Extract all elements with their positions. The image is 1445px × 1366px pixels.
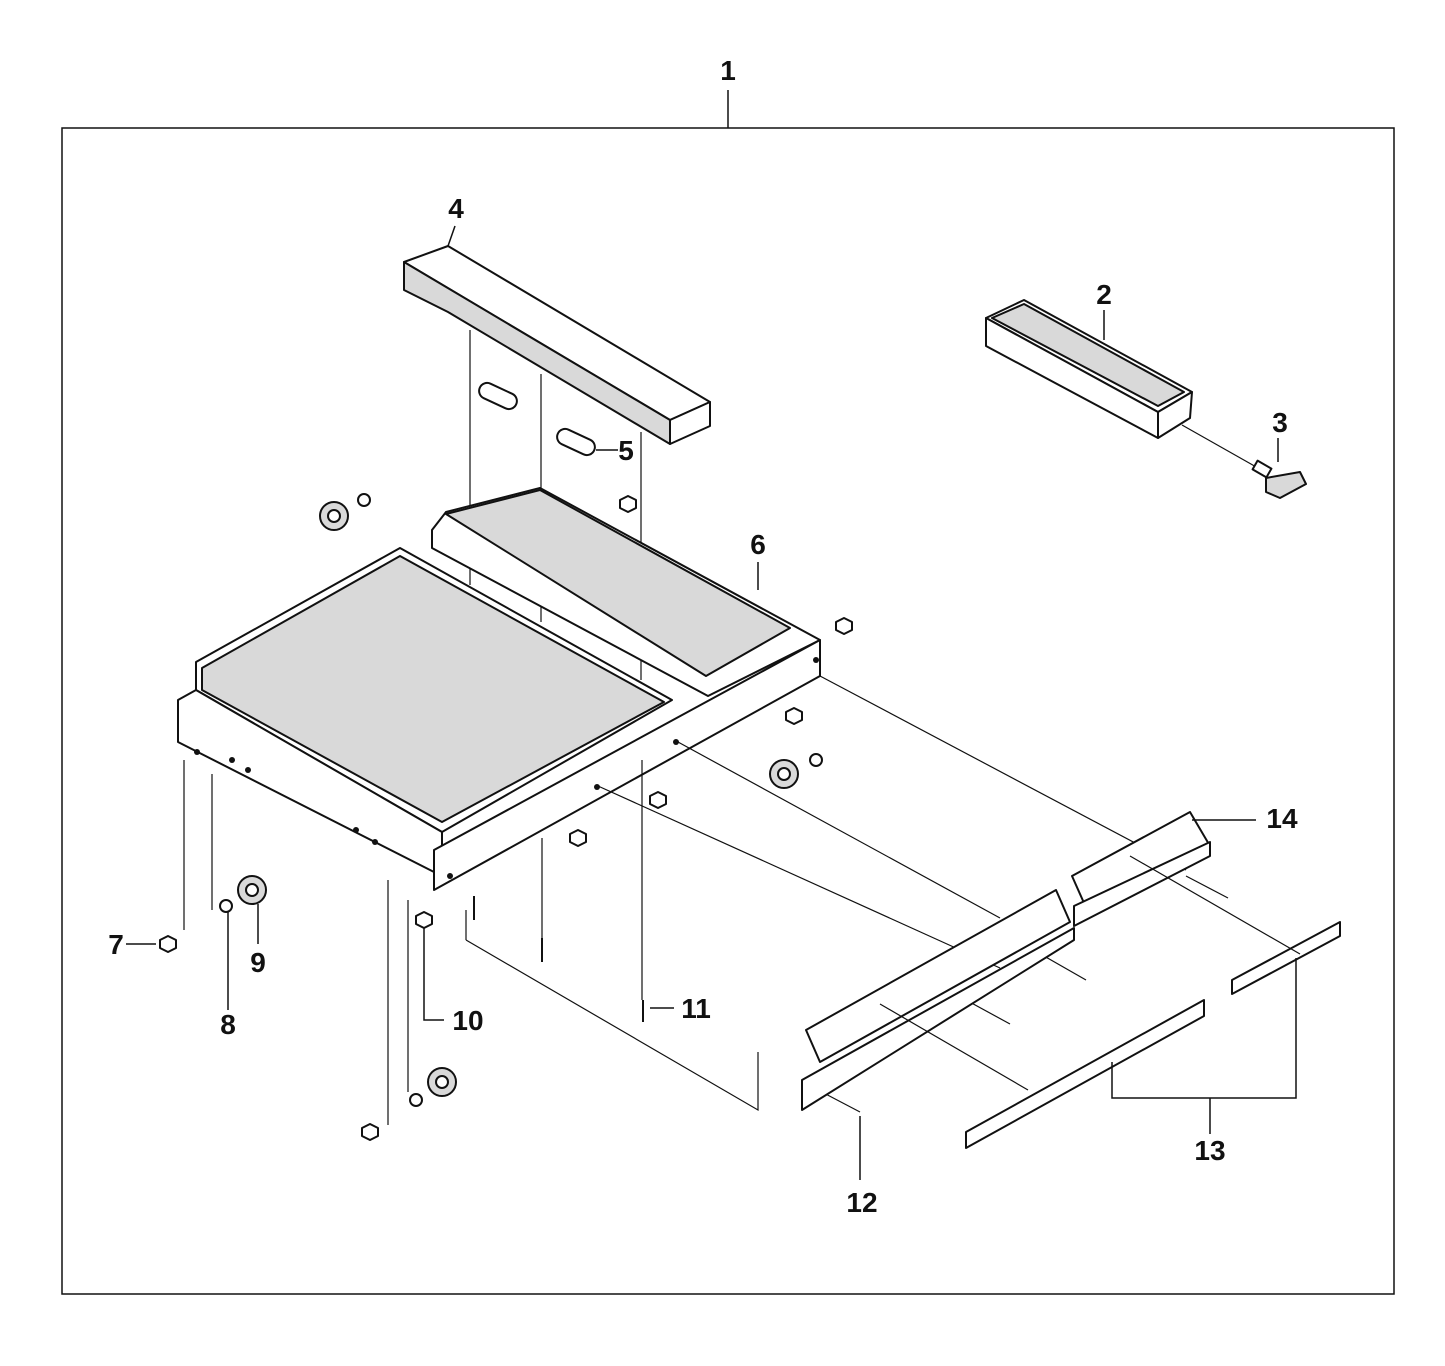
callout-11: 11 [681,993,711,1024]
hardware-fasteners [159,493,1229,1141]
part-6-table [177,487,821,891]
callout-1: 1 [720,55,736,86]
callout-4: 4 [448,193,464,224]
part-14-side-brackets [801,811,1256,1111]
callout-10-leader [423,928,444,1021]
part-3-knob [1181,424,1307,499]
callout-12: 12 [846,1187,877,1218]
part-5-pins [478,381,618,457]
callout-8: 8 [220,1009,236,1040]
callout-5: 5 [618,435,634,466]
callout-10: 10 [452,1005,483,1036]
callout-9: 9 [250,947,266,978]
callout-14: 14 [1266,803,1298,834]
callout-7: 7 [108,929,124,960]
callout-6: 6 [750,529,766,560]
part-13-strips [879,855,1341,1149]
callout-3: 3 [1272,407,1288,438]
part-2-tray [985,299,1193,439]
callout-13: 13 [1194,1135,1225,1166]
callout-2: 2 [1096,279,1112,310]
